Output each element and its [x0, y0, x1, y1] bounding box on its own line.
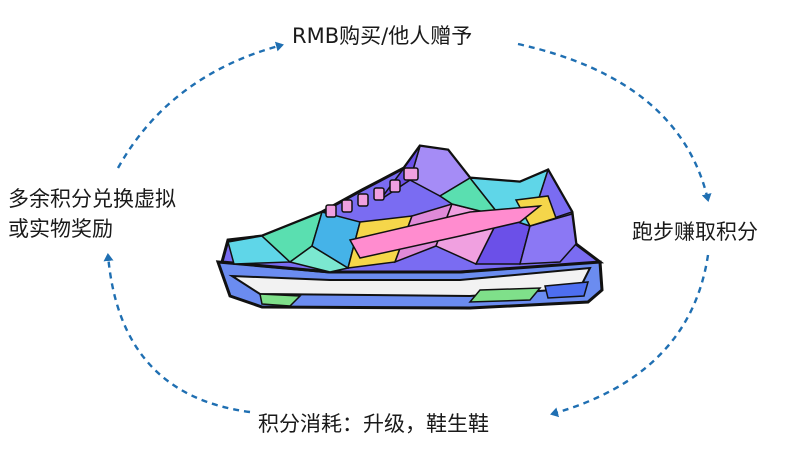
- arrow-right-to-bottom: [550, 254, 710, 418]
- sole-patch: [468, 287, 542, 303]
- sneaker-laces: [325, 167, 419, 218]
- node-run-earn-points: 跑步赚取积分: [632, 220, 758, 244]
- node-purchase-or-gift: RMB购买/他人赠予: [292, 24, 473, 48]
- node-redeem-rewards-line2: 或实物奖励: [8, 217, 113, 241]
- sneaker-illustration: [215, 144, 605, 310]
- sole-patch: [544, 281, 590, 299]
- node-redeem-rewards-line1: 多余积分兑换虚拟: [8, 187, 176, 211]
- node-points-consumption: 积分消耗：升级，鞋生鞋: [258, 412, 489, 436]
- facet: [519, 213, 577, 265]
- pink-stripe: [348, 205, 543, 259]
- sole-patch: [259, 293, 302, 307]
- arrow-left-to-top: [116, 41, 284, 169]
- arrow-bottom-to-left: [103, 253, 251, 414]
- node-redeem-rewards: 多余积分兑换虚拟 或实物奖励: [8, 184, 176, 244]
